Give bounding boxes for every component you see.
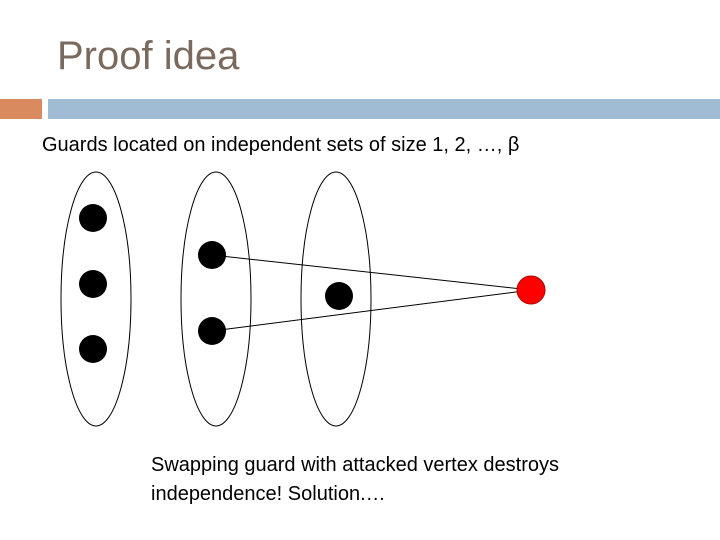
slide-note: Swapping guard with attacked vertex dest… bbox=[151, 451, 559, 509]
note-line-2: independence! Solution.… bbox=[151, 483, 386, 505]
edge-upper bbox=[211, 254, 532, 291]
edge-lower bbox=[211, 289, 532, 332]
slide-title: Proof idea bbox=[57, 34, 240, 78]
guard-vertex bbox=[198, 241, 226, 269]
guard-vertex bbox=[79, 335, 107, 363]
note-line-1: Swapping guard with attacked vertex dest… bbox=[151, 454, 559, 476]
guard-vertex bbox=[79, 204, 107, 232]
header-accent-bar bbox=[0, 99, 42, 119]
guard-vertex bbox=[198, 317, 226, 345]
independent-set-size-3 bbox=[60, 171, 132, 427]
header-main-bar bbox=[48, 99, 720, 119]
guard-vertex bbox=[325, 282, 353, 310]
independent-set-size-1 bbox=[300, 171, 372, 427]
attacked-vertex bbox=[516, 275, 546, 305]
guard-vertex bbox=[79, 270, 107, 298]
independent-set-size-2 bbox=[180, 171, 252, 427]
slide-subtitle: Guards located on independent sets of si… bbox=[42, 134, 520, 156]
